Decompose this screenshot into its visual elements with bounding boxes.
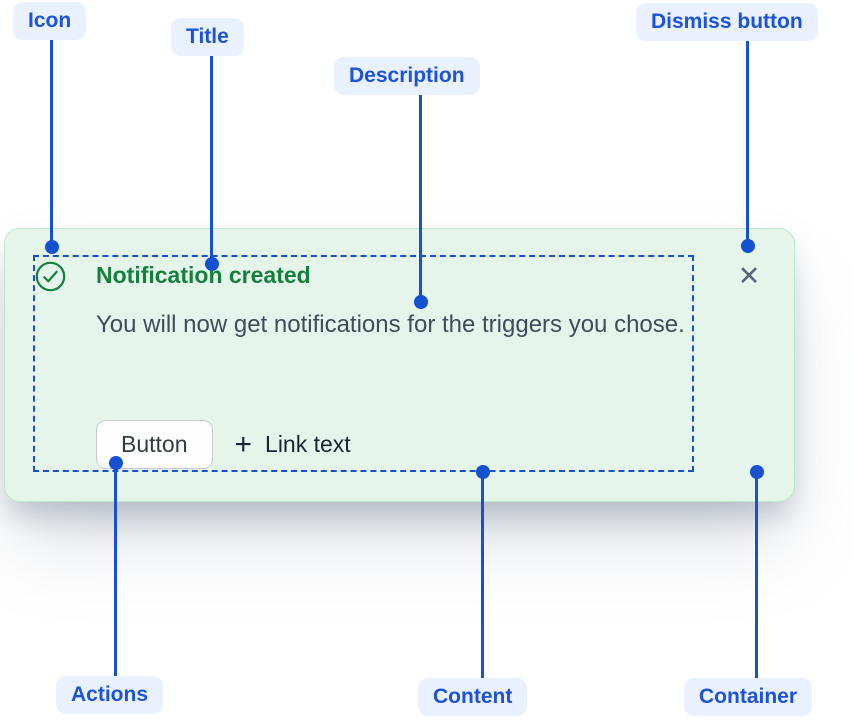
action-link[interactable]: + Link text — [234, 427, 351, 461]
annotation-line-container — [755, 472, 758, 678]
annotation-label-description: Description — [334, 57, 480, 95]
content-outline — [33, 255, 694, 472]
annotation-label-actions: Actions — [56, 676, 164, 714]
annotation-label-dismiss: Dismiss button — [636, 3, 818, 41]
plus-icon: + — [234, 427, 253, 461]
annotation-dot-dismiss — [741, 239, 755, 253]
dismiss-button[interactable]: ✕ — [733, 260, 765, 292]
annotation-label-title: Title — [171, 18, 244, 56]
annotation-line-icon — [50, 40, 53, 247]
annotation-dot-icon — [45, 240, 59, 254]
annotation-line-description — [419, 92, 422, 302]
annotation-dot-actions — [109, 456, 123, 470]
annotation-label-container: Container — [684, 678, 813, 716]
close-icon: ✕ — [737, 260, 761, 291]
annotation-line-dismiss — [746, 40, 749, 246]
annotation-label-content: Content — [418, 678, 528, 716]
annotation-line-content — [481, 472, 484, 678]
success-check-icon — [35, 261, 66, 292]
annotation-dot-title — [205, 257, 219, 271]
annotation-line-actions — [114, 463, 117, 676]
annotation-dot-content — [476, 465, 490, 479]
action-link-label: Link text — [265, 431, 351, 457]
notification-actions: Button + Link text — [96, 420, 351, 469]
notification-description: You will now get notifications for the t… — [96, 311, 685, 338]
annotation-label-icon: Icon — [13, 2, 87, 40]
annotation-line-title — [210, 53, 213, 264]
annotation-dot-description — [414, 295, 428, 309]
annotation-dot-container — [750, 465, 764, 479]
notification-title: Notification created — [96, 262, 311, 288]
